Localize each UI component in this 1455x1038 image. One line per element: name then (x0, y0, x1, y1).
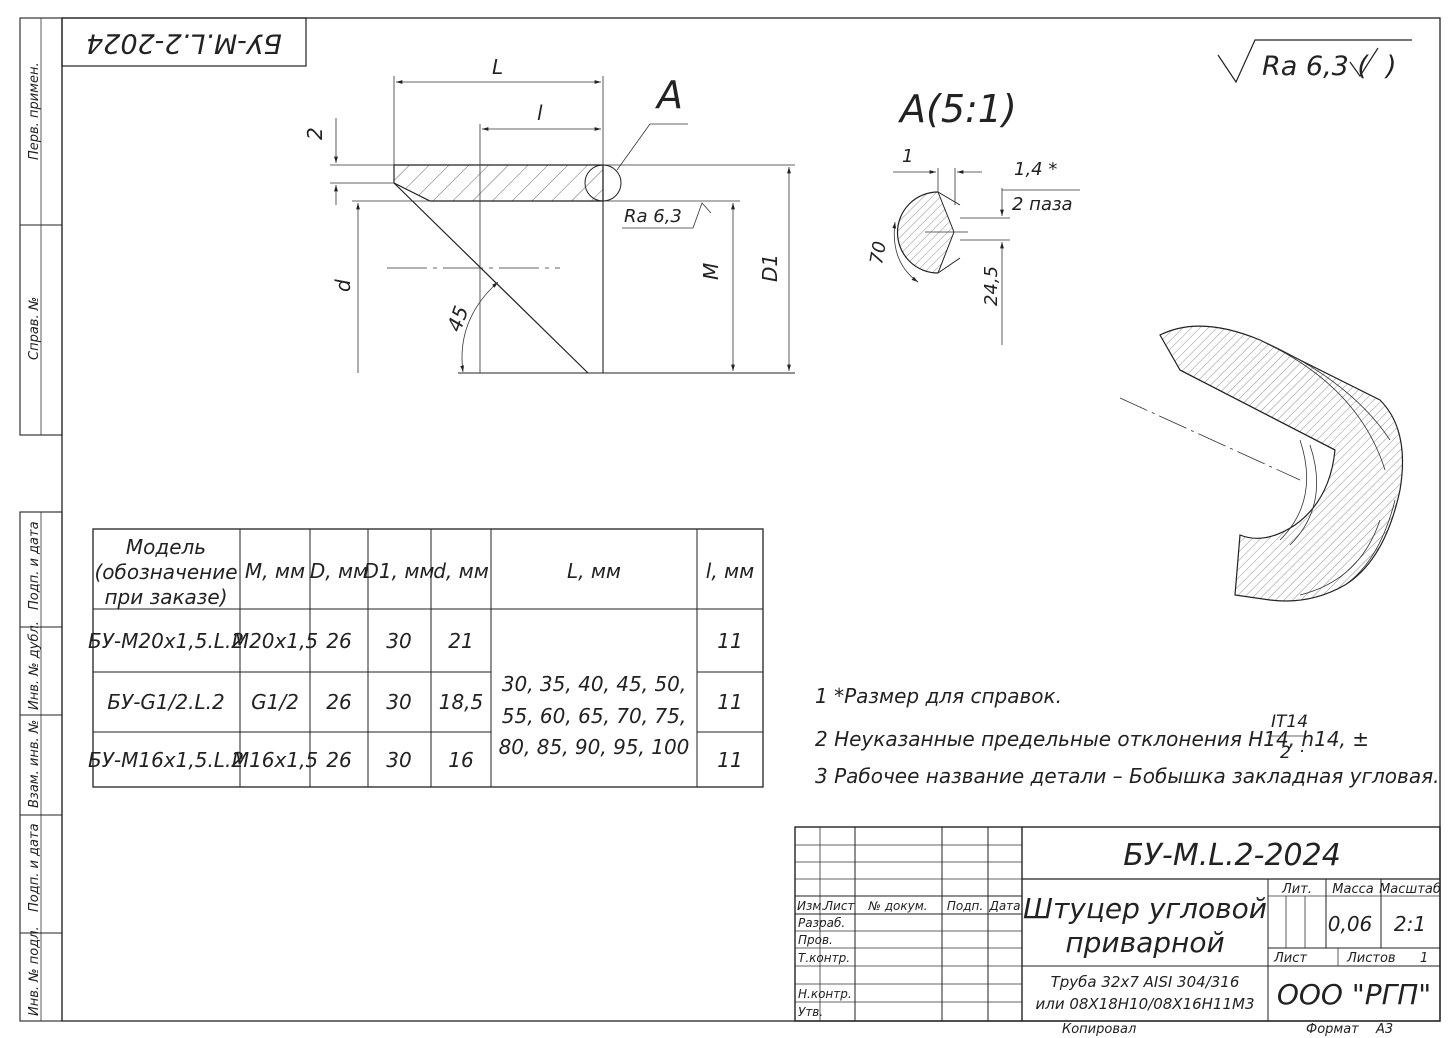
detail-dim-245: 24,5 (981, 266, 1002, 306)
table-cell-D: 26 (326, 748, 351, 772)
th-model-3: при заказе) (104, 585, 227, 609)
note-1: 1 *Размер для справок. (815, 684, 1062, 708)
table-cell-model: БУ-M16x1,5.L.2 (88, 748, 244, 772)
th-d: d, мм (433, 559, 489, 583)
title-name-1: Штуцер угловой (1023, 892, 1267, 925)
table-cell-l: 11 (717, 690, 742, 714)
detail-view-a: A(5:1) 1 1,4 * 2 паза 24,5 70 (866, 87, 1080, 345)
title-name-2: приварной (1065, 926, 1224, 959)
left-margin (19, 17, 63, 1022)
title-sheet-label: Лист (1273, 951, 1307, 966)
th-D: D, мм (310, 559, 368, 583)
table-cell-l: 11 (717, 748, 742, 772)
general-roughness-symbol: Ra 6,3 ( ) (1217, 39, 1412, 84)
table-cell-M: G1/2 (251, 690, 299, 714)
title-format: A3 (1375, 1022, 1393, 1037)
title-scale-label: Масштаб (1379, 882, 1441, 897)
table-cell-D1: 30 (386, 690, 411, 714)
title-role: Т.контр. (798, 951, 850, 965)
side-label-podp1: Подп. и дата (27, 521, 42, 610)
note-2-fraction-num: IT14 (1271, 712, 1308, 732)
dim-d: d (331, 279, 355, 292)
table-cell-L-values: 30, 35, 40, 45, 50, (502, 672, 686, 696)
detail-label: A(5:1) (897, 87, 1017, 131)
table-cell-D1: 30 (386, 748, 411, 772)
title-role: Пров. (798, 933, 833, 947)
th-D1: D1, мм (363, 559, 434, 583)
isometric-3d-view (1119, 325, 1403, 602)
detail-dim-14: 1,4 * (1014, 159, 1057, 180)
title-col-izm: Изм. (797, 899, 825, 913)
table-cell-M: M20x1,5 (232, 629, 318, 653)
title-mass-label: Масса (1332, 882, 1373, 897)
table-cell-model: БУ-G1/2.L.2 (107, 690, 224, 714)
table-cell-D1: 30 (386, 629, 411, 653)
side-label-podp2: Подп. и дата (27, 823, 42, 912)
side-label-inv-podl: Инв. № подл. (27, 926, 42, 1016)
title-mass: 0,06 (1328, 912, 1373, 936)
th-model-1: Модель (126, 535, 206, 559)
th-l: l, мм (706, 559, 754, 583)
table-cell-d: 16 (448, 748, 473, 772)
dim-L: L (492, 55, 503, 79)
svg-text:Ra 6,3 (: Ra 6,3 ( (1262, 51, 1369, 82)
title-copied: Копировал (1062, 1022, 1136, 1037)
view-label-a: A (654, 73, 683, 117)
note-3: 3 Рабочее название детали – Бобышка закл… (815, 764, 1439, 788)
title-code: БУ-M.L.2-2024 (1123, 838, 1341, 873)
note-2-fraction-den: 2 (1280, 743, 1291, 763)
title-material-1: Труба 32x7 AISI 304/316 (1051, 973, 1240, 991)
table-cell-D: 26 (326, 629, 351, 653)
local-roughness: Ra 6,3 (624, 206, 682, 227)
table-cell-L-values: 55, 60, 65, 70, 75, (502, 704, 686, 728)
table-cell-M: M16x1,5 (232, 748, 318, 772)
svg-text:): ) (1384, 51, 1397, 82)
table-cell-L-values: 80, 85, 90, 95, 100 (499, 735, 690, 759)
stamp-code: БУ-M.L.2-2024 (86, 28, 282, 59)
stamp-box (61, 17, 307, 67)
title-scale: 2:1 (1394, 912, 1426, 936)
dim-45: 45 (442, 303, 473, 335)
th-model-2: (обозначение (94, 560, 237, 584)
title-role: Утв. (798, 1005, 823, 1019)
title-sheets-label: Листов (1346, 951, 1396, 966)
detail-dim-1: 1 (902, 146, 913, 167)
table-cell-d: 18,5 (439, 690, 484, 714)
note-2: 2 Неуказанные предельные отклонения H14,… (815, 727, 1369, 751)
table-cell-D: 26 (326, 690, 351, 714)
title-col-doc: № докум. (867, 899, 927, 913)
table-cell-model: БУ-M20x1,5.L.2 (88, 629, 244, 653)
title-col-date: Дата (988, 899, 1020, 913)
title-material-2: или 08X18H10/08X16H11M3 (1035, 995, 1254, 1013)
dim-D1: D1 (758, 254, 782, 282)
title-format-label: Формат (1306, 1022, 1359, 1037)
title-org: ООО "РГП" (1277, 978, 1431, 1011)
dim-2: 2 (303, 127, 327, 140)
parameter-table (92, 528, 764, 788)
title-col-podp: Подп. (947, 899, 983, 913)
title-col-list: Лист (823, 899, 855, 913)
detail-dim-slots: 2 паза (1012, 194, 1073, 215)
dim-M: M (699, 263, 723, 280)
svg-text:.: . (1300, 737, 1305, 757)
main-section-view: A L l 2 d 45 M D1 Ra 6,3 (303, 55, 795, 374)
side-label-inv-dubl: Инв. № дубл. (27, 621, 42, 710)
side-label-vzam: Взам. инв. № (27, 720, 42, 808)
dim-l-small: l (537, 101, 543, 125)
title-sheets: 1 (1420, 951, 1428, 966)
title-lit-label: Лит. (1281, 882, 1312, 897)
th-M: M, мм (245, 559, 305, 583)
table-cell-d: 21 (448, 629, 473, 653)
title-role: Разраб. (798, 916, 845, 930)
th-L: L, мм (567, 559, 621, 583)
table-cell-l: 11 (717, 629, 742, 653)
title-role: Н.контр. (798, 987, 852, 1001)
title-block (794, 826, 1441, 1022)
side-label-sprav: Справ. № (27, 297, 42, 360)
detail-dim-70: 70 (866, 240, 891, 266)
side-label-perv: Перв. примен. (27, 62, 42, 160)
